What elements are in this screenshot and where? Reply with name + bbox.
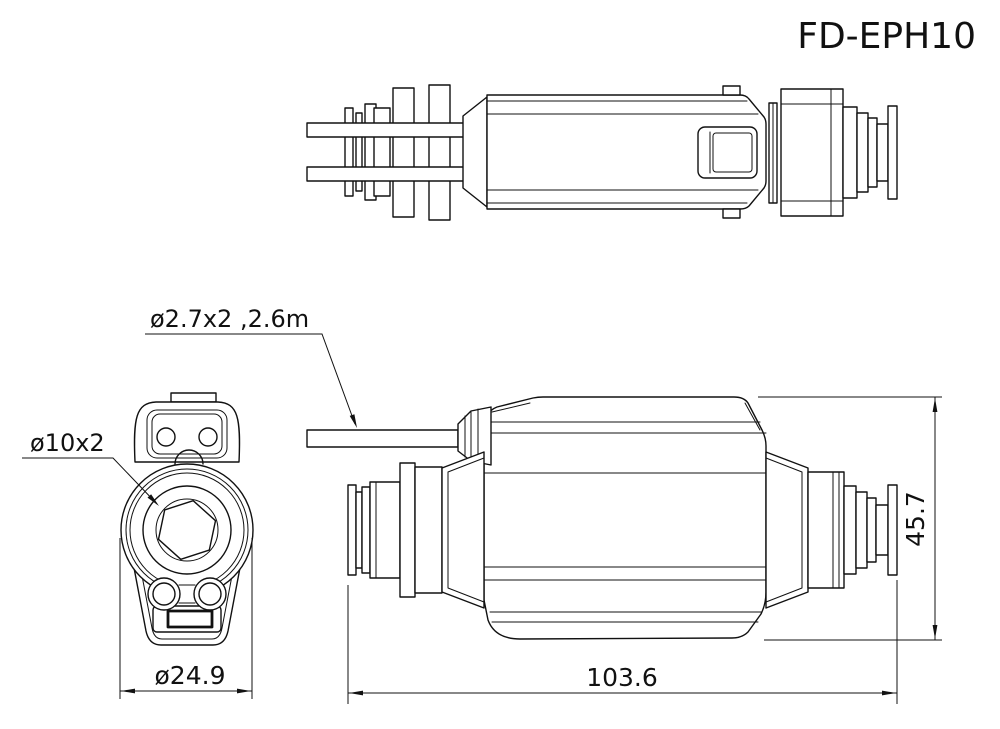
length-arrow-left (349, 690, 363, 696)
top-button-inner (712, 132, 753, 173)
top-body-outline (486, 94, 767, 210)
height-arrow-top (932, 398, 938, 412)
height-dim-label: 45.7 (901, 491, 930, 547)
top-cylinder-neck (876, 123, 889, 182)
front-cable-hole-right (198, 427, 218, 447)
side-right-end-flange (887, 484, 898, 576)
front-head-tab (170, 392, 217, 403)
side-right-block (807, 471, 845, 589)
side-chamfer-left (491, 402, 531, 413)
front-head-outline (133, 401, 241, 463)
top-plate-2 (355, 112, 363, 192)
front-cable-hole-left (156, 427, 176, 447)
top-fitting-block (780, 88, 844, 217)
side-left-cylinder (369, 481, 401, 579)
side-left-block (414, 466, 443, 594)
top-cylinder-2 (856, 112, 869, 193)
front-body-circle-outer (120, 463, 254, 597)
front-hex-socket (157, 500, 217, 560)
side-body-outline (483, 396, 767, 640)
front-view (120, 392, 254, 646)
top-end-flange (887, 105, 898, 200)
front-face-circle (142, 485, 232, 575)
dia-dim-label: ø24.9 (155, 661, 226, 690)
top-left-collet (462, 96, 488, 208)
top-flange-a (392, 87, 415, 218)
top-plate-1 (344, 107, 354, 197)
front-head-inner-1 (146, 409, 228, 459)
height-arrow-bottom (932, 625, 938, 639)
model-number-title: FD-EPH10 (797, 16, 976, 57)
hex-leader-arrow (147, 494, 159, 506)
side-right-cylinder-2 (855, 491, 868, 569)
top-tube-upper (306, 122, 471, 138)
top-tab-upper (722, 85, 741, 96)
top-plate-4 (373, 107, 391, 197)
side-view (306, 396, 898, 640)
front-hex-boss-circle (155, 498, 219, 562)
cable-leader-line (145, 333, 356, 425)
dia-arrow-left (121, 688, 135, 694)
top-cylinder-3 (867, 117, 878, 188)
front-bottom-slot (166, 609, 214, 629)
side-chamfer-right (744, 402, 761, 431)
side-right-clamp-inner (765, 457, 803, 603)
front-screw-right-inner (198, 582, 222, 606)
side-cable (306, 429, 459, 448)
hex-leader-line (22, 457, 158, 505)
front-lower-body-inner (138, 559, 236, 640)
dimensions: ø24.9 103.6 45.7 (119, 396, 942, 704)
length-dim-label: 103.6 (586, 663, 658, 692)
top-button-outer (697, 126, 758, 179)
front-head-inner-2 (151, 413, 223, 455)
side-left-clamp (441, 451, 485, 609)
length-arrow-right (882, 690, 896, 696)
front-collar-bump (174, 449, 204, 465)
side-left-step-2 (361, 486, 371, 574)
top-cylinder-1 (842, 106, 858, 199)
side-left-ring (399, 462, 416, 598)
hex-annotation-label: ø10x2 (30, 429, 105, 457)
top-view (306, 84, 898, 221)
dia-arrow-right (237, 688, 251, 694)
annotations: ø2.7x2 ,2.6m ø10x2 (22, 305, 357, 506)
cable-leader-arrow (349, 414, 357, 428)
top-tube-lower (306, 166, 471, 182)
side-left-clamp-inner (447, 457, 485, 603)
side-right-clamp (765, 451, 809, 609)
side-left-end-flange (347, 484, 357, 576)
side-right-cylinder-1 (843, 485, 857, 575)
front-band-mask (177, 582, 197, 604)
side-left-step-1 (355, 491, 363, 569)
top-tab-lower (722, 208, 741, 219)
side-right-neck (875, 504, 889, 556)
side-right-cylinder-3 (866, 497, 877, 563)
front-screw-left-inner (152, 582, 176, 606)
side-right-block-lines (832, 471, 840, 589)
cable-annotation-label: ø2.7x2 ,2.6m (150, 305, 309, 333)
top-flange-b (428, 84, 451, 221)
